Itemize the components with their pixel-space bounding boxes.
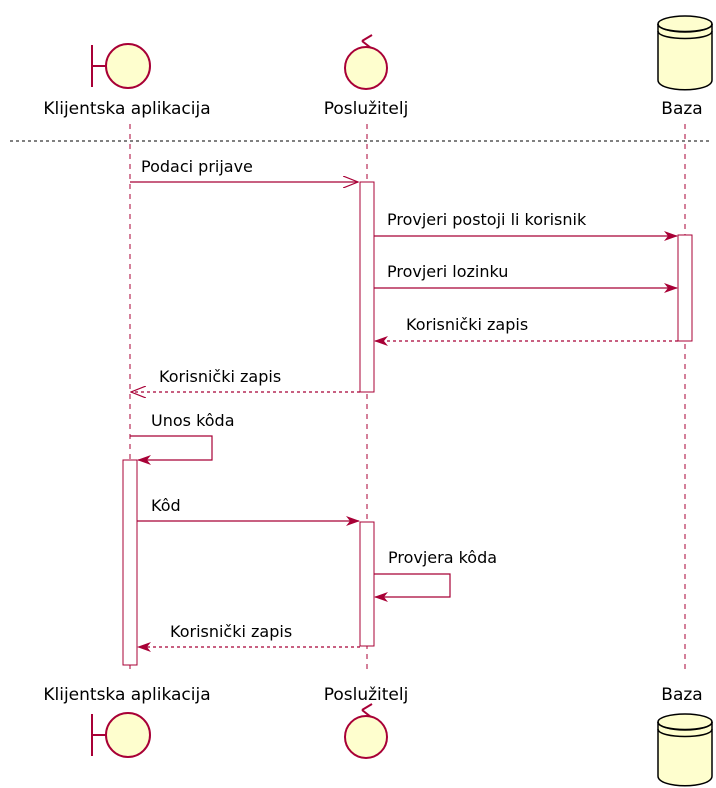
message-label: Podaci prijave xyxy=(141,157,253,176)
message-label: Provjeri postoji li korisnik xyxy=(387,210,587,229)
message-arrow xyxy=(130,435,213,465)
control-icon xyxy=(344,34,388,90)
message-label: Provjeri lozinku xyxy=(387,262,508,281)
participant-server-top: Poslužitelj xyxy=(324,34,409,119)
database-icon xyxy=(657,713,713,787)
participant-client-top: Klijentska aplikacija xyxy=(43,43,211,119)
participant-name: Klijentska aplikacija xyxy=(43,99,210,119)
participant-client-bottom: Klijentska aplikacija xyxy=(43,685,211,758)
activation-client-1 xyxy=(122,459,138,666)
database-icon xyxy=(657,15,713,91)
message-label: Korisnički zapis xyxy=(170,622,292,641)
participant-name: Baza xyxy=(661,99,702,119)
participant-name: Baza xyxy=(661,685,702,705)
message-8-self: Provjera kôda xyxy=(374,548,497,602)
message-5: Korisnički zapis xyxy=(131,367,360,392)
participant-name: Klijentska aplikacija xyxy=(43,685,210,705)
message-label: Provjera kôda xyxy=(388,548,497,567)
participant-server-bottom: Poslužitelj xyxy=(324,685,409,759)
message-label: Unos kôda xyxy=(151,411,235,430)
participant-db-top: Baza xyxy=(657,15,713,119)
message-3: Provjeri lozinku xyxy=(374,262,678,293)
message-label: Korisnički zapis xyxy=(406,315,528,334)
participant-db-bottom: Baza xyxy=(657,685,713,787)
message-6-self: Unos kôda xyxy=(130,411,235,465)
boundary-icon xyxy=(91,712,151,758)
message-label: Korisnički zapis xyxy=(159,367,281,386)
participant-name: Poslužitelj xyxy=(324,685,409,705)
message-arrow xyxy=(374,573,451,602)
activation-server-2 xyxy=(359,521,375,647)
message-7: Kôd xyxy=(137,496,360,526)
message-label: Kôd xyxy=(151,496,181,515)
control-icon xyxy=(344,703,388,759)
participant-name: Poslužitelj xyxy=(324,99,409,119)
boundary-icon xyxy=(91,43,151,89)
message-9: Korisnički zapis xyxy=(137,622,360,652)
activation-db-1 xyxy=(677,234,693,342)
message-4: Korisnički zapis xyxy=(374,315,678,346)
activation-server-1 xyxy=(359,181,375,393)
message-1: Podaci prijave xyxy=(130,157,358,182)
message-2: Provjeri postoji li korisnik xyxy=(374,210,678,241)
